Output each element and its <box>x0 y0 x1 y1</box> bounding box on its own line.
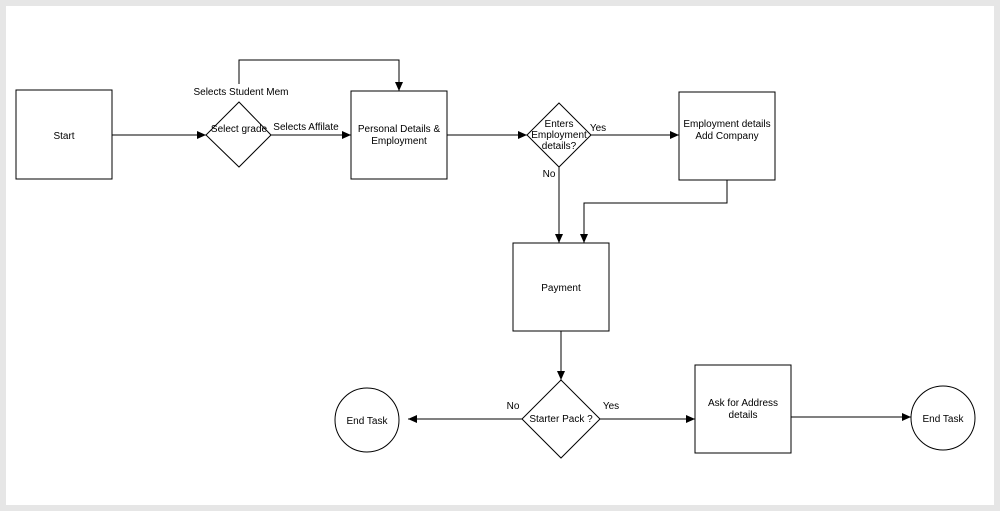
personal-details-node: Personal Details & Employment <box>350 90 448 180</box>
enters-employment-label-line-1: Enters <box>545 119 574 130</box>
start-node: Start <box>15 89 113 180</box>
personal-details-box <box>350 90 448 180</box>
edge-label-selects-student-mem: Selects Student Mem <box>193 87 288 98</box>
end-task-right-circle <box>910 385 976 451</box>
edge-label-employment-yes: Yes <box>590 123 606 134</box>
employment-details-label-line-2: Add Company <box>695 131 758 142</box>
end-task-right-node: End Task <box>910 385 976 451</box>
starter-pack-diamond <box>521 379 601 459</box>
end-task-left-node: End Task <box>334 387 400 453</box>
edge-label-starter-yes: Yes <box>603 401 619 412</box>
edge-label-selects-affiliate: Selects Affilate <box>273 122 339 133</box>
start-box <box>15 89 113 180</box>
edge-labels: Selects Student Mem Selects Affilate Yes… <box>193 87 619 412</box>
starter-pack-label: Starter Pack ? <box>529 414 593 425</box>
edges <box>112 59 911 423</box>
enters-employment-label-line-2: Employment <box>531 130 587 141</box>
employment-details-node: Employment details Add Company <box>678 91 776 181</box>
payment-label: Payment <box>541 283 581 294</box>
select-grade-diamond <box>205 101 272 168</box>
starter-pack-node: Starter Pack ? <box>521 379 601 459</box>
employment-details-box <box>678 91 776 181</box>
select-grade-label: Select grade <box>211 124 268 135</box>
start-label: Start <box>53 131 74 142</box>
enters-employment-label-line-3: details? <box>542 141 577 152</box>
ask-address-box <box>694 364 792 454</box>
edge-label-starter-no: No <box>507 401 520 412</box>
ask-address-node: Ask for Address details <box>694 364 792 454</box>
employment-details-label-line-1: Employment details <box>683 119 770 130</box>
end-task-left-label: End Task <box>347 416 389 427</box>
select-grade-node: Select grade <box>205 101 272 168</box>
end-task-left-circle <box>334 387 400 453</box>
personal-details-label-line-1: Personal Details & <box>358 124 441 135</box>
ask-address-label-line-1: Ask for Address <box>708 398 778 409</box>
payment-box <box>512 242 610 332</box>
edge-student-mem-loop <box>238 59 403 91</box>
end-task-right-label: End Task <box>923 414 965 425</box>
edge-label-employment-no: No <box>543 169 556 180</box>
enters-employment-node: Enters Employment details? <box>526 102 592 168</box>
personal-details-label-line-2: Employment <box>371 136 427 147</box>
ask-address-label-line-2: details <box>729 410 758 421</box>
diagram-canvas <box>6 6 994 505</box>
enters-employment-diamond <box>526 102 592 168</box>
edge-employment-details-to-payment <box>580 180 728 243</box>
payment-node: Payment <box>512 242 610 332</box>
